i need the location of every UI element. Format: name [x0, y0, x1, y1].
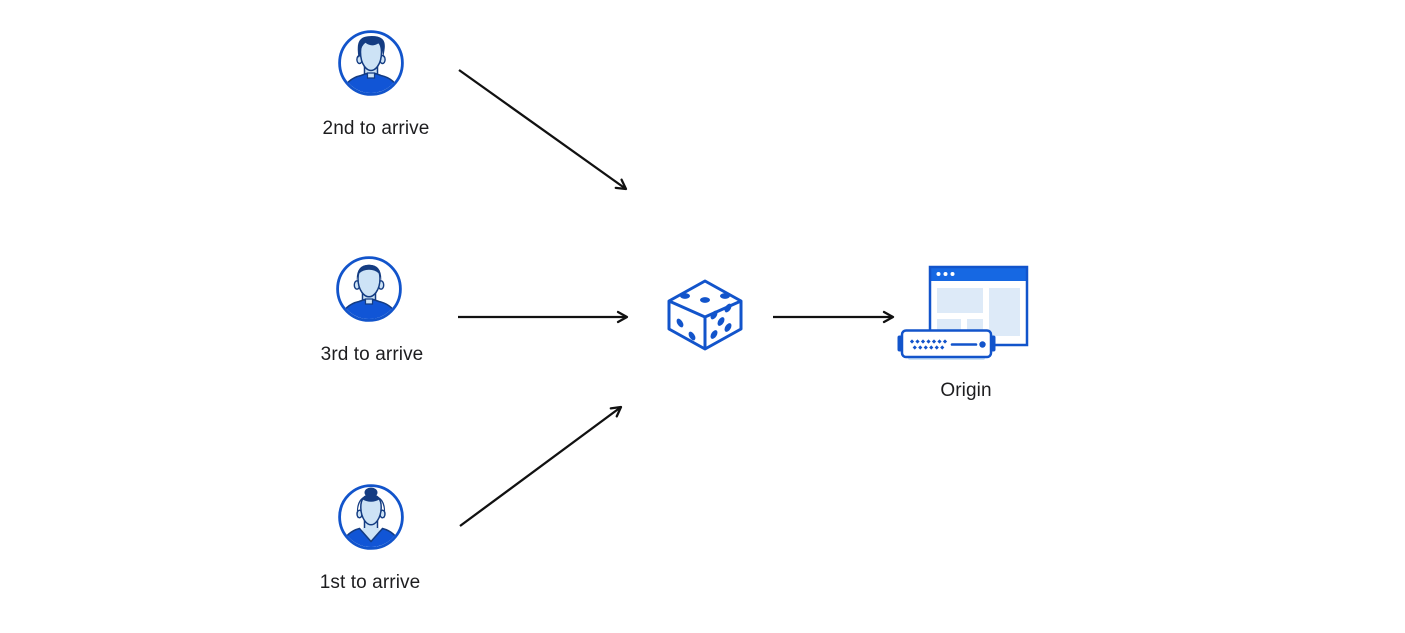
server-status-dot	[979, 341, 986, 348]
server-vent-pattern	[909, 339, 948, 350]
dice-pips	[676, 293, 732, 341]
node-client-2nd: 2nd to arrive	[323, 30, 429, 139]
node-random-selector	[667, 276, 743, 354]
node-client-1st: 1st to arrive	[320, 484, 420, 593]
client-2nd-label: 2nd to arrive	[322, 118, 430, 139]
client-1st-label: 1st to arrive	[319, 572, 421, 593]
woman-bun-avatar-icon	[338, 484, 404, 550]
browser-window-icon	[928, 265, 1029, 347]
arrow-client-1st-to-dice	[459, 405, 623, 527]
man-short-hair-avatar-icon	[336, 256, 402, 322]
origin-server-icon	[897, 265, 1029, 360]
node-client-3rd: 3rd to arrive	[321, 256, 423, 365]
arrow-client-2nd-to-dice	[458, 69, 628, 191]
origin-label: Origin	[940, 380, 992, 401]
server-appliance-icon	[897, 329, 996, 360]
node-origin: Origin	[895, 260, 1030, 401]
client-3rd-label: 3rd to arrive	[320, 344, 424, 365]
man-swept-hair-avatar-icon	[338, 30, 404, 96]
dice-icon	[667, 279, 743, 351]
